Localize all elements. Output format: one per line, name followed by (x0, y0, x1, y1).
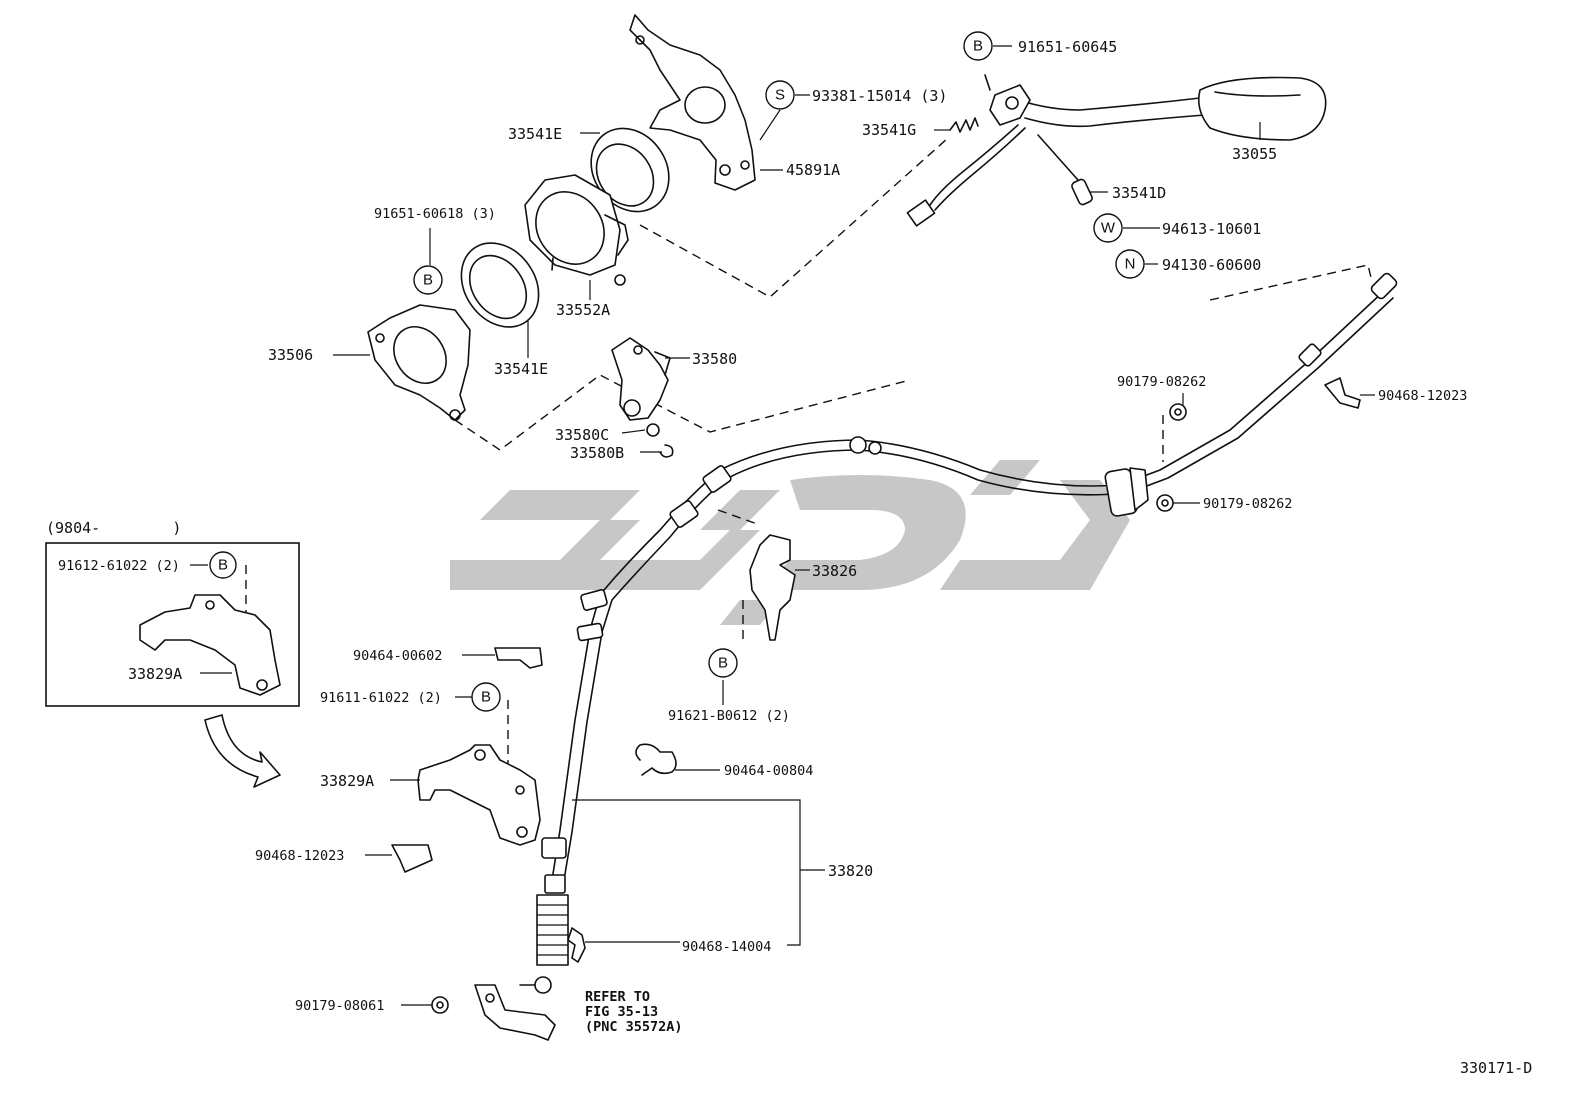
label-refer-to: REFER TO (585, 989, 650, 1005)
clip-33826 (749, 534, 796, 641)
label-33829A: 33829A (320, 772, 374, 790)
label-33541D: 33541D (1112, 184, 1166, 202)
housing-33506 (367, 304, 471, 421)
label-91651-60618: 91651-60618 (3) (374, 206, 496, 222)
label-90464-00804: 90464-00804 (724, 763, 813, 779)
shift-cable-33820 (519, 272, 1398, 994)
label-91612-61022: 91612-61022 (2) (58, 558, 180, 574)
spring-33541G (949, 117, 979, 133)
svg-text:B: B (218, 557, 228, 574)
label-91611-61022: 91611-61022 (2) (320, 690, 442, 706)
label-91621-B0612: 91621-B0612 (2) (668, 708, 790, 724)
label-33506: 33506 (268, 346, 313, 364)
callout-W: W (1093, 213, 1123, 243)
watermark-logo (450, 460, 1130, 625)
label-33826: 33826 (812, 562, 857, 580)
svg-text:B: B (718, 655, 728, 672)
inset-arrow (204, 714, 281, 788)
part-labels: 91651-60645 93381-15014 (3) 33541E 33541… (46, 38, 1532, 1077)
clip-90468-12023-left (391, 844, 433, 873)
bracket-refer-35572A (474, 984, 556, 1041)
callout-B-1: B (963, 31, 993, 61)
nut-90179-08061 (431, 996, 449, 1014)
label-90468-12023-right: 90468-12023 (1378, 388, 1467, 404)
nut-90179-08262-a (1169, 403, 1187, 421)
label-90468-14004: 90468-14004 (682, 939, 771, 955)
label-90179-08262-b: 90179-08262 (1203, 496, 1292, 512)
label-33541E-top: 33541E (508, 125, 562, 143)
bracket-33829A-inset (139, 594, 281, 696)
label-94130-60600: 94130-60600 (1162, 256, 1261, 274)
bracket-45891A (629, 14, 756, 191)
label-33829A-inset: 33829A (128, 665, 182, 683)
nut-90179-08262-b (1156, 494, 1174, 512)
svg-text:B: B (481, 689, 491, 706)
svg-text:N: N (1125, 256, 1136, 273)
inset-frame (45, 542, 300, 707)
label-90179-08262-a: 90179-08262 (1117, 374, 1206, 390)
svg-text:B: B (423, 272, 433, 289)
clip-90468-12023-right (1324, 377, 1361, 409)
label-45891A: 45891A (786, 161, 840, 179)
label-33552A: 33552A (556, 301, 610, 319)
shift-lever-33055 (906, 74, 1327, 227)
lever-33580 (611, 337, 674, 458)
bracket-33829A (417, 744, 541, 846)
callout-B-3: B (209, 551, 237, 579)
callout-B-2: B (413, 265, 443, 295)
svg-text:B: B (973, 38, 983, 55)
seal-33541E-top (590, 127, 670, 213)
label-9804: (9804- ) (46, 519, 181, 537)
label-94613-10601: 94613-10601 (1162, 220, 1261, 238)
figure-id: 330171-D (1460, 1059, 1532, 1077)
label-90468-12023-left: 90468-12023 (255, 848, 344, 864)
clip-90468-14004 (567, 927, 586, 963)
callout-N: N (1115, 249, 1145, 279)
callout-B-5: B (471, 682, 501, 712)
label-refer-fig: FIG 35-13 (585, 1004, 658, 1020)
label-33541G: 33541G (862, 121, 916, 139)
label-33055: 33055 (1232, 145, 1277, 163)
svg-text:W: W (1101, 220, 1116, 237)
svg-text:S: S (775, 87, 785, 104)
label-33541E-bottom: 33541E (494, 360, 548, 378)
housing-33552A (524, 174, 629, 286)
seal-33541E-bottom (460, 242, 540, 328)
clip-90464-00804 (635, 743, 677, 776)
label-refer-pnc: (PNC 35572A) (585, 1019, 683, 1035)
label-33580B: 33580B (570, 444, 624, 462)
label-33580: 33580 (692, 350, 737, 368)
callout-S: S (765, 80, 795, 110)
label-93381-15014: 93381-15014 (3) (812, 87, 947, 105)
label-90464-00602: 90464-00602 (353, 648, 442, 664)
label-90179-08061: 90179-08061 (295, 998, 384, 1014)
leader-lines (190, 45, 1375, 1006)
label-33820: 33820 (828, 862, 873, 880)
label-91651-60645: 91651-60645 (1018, 38, 1117, 56)
clip-90464-00602 (494, 647, 543, 669)
callout-B-4: B (708, 648, 738, 678)
label-33580C: 33580C (555, 426, 609, 444)
